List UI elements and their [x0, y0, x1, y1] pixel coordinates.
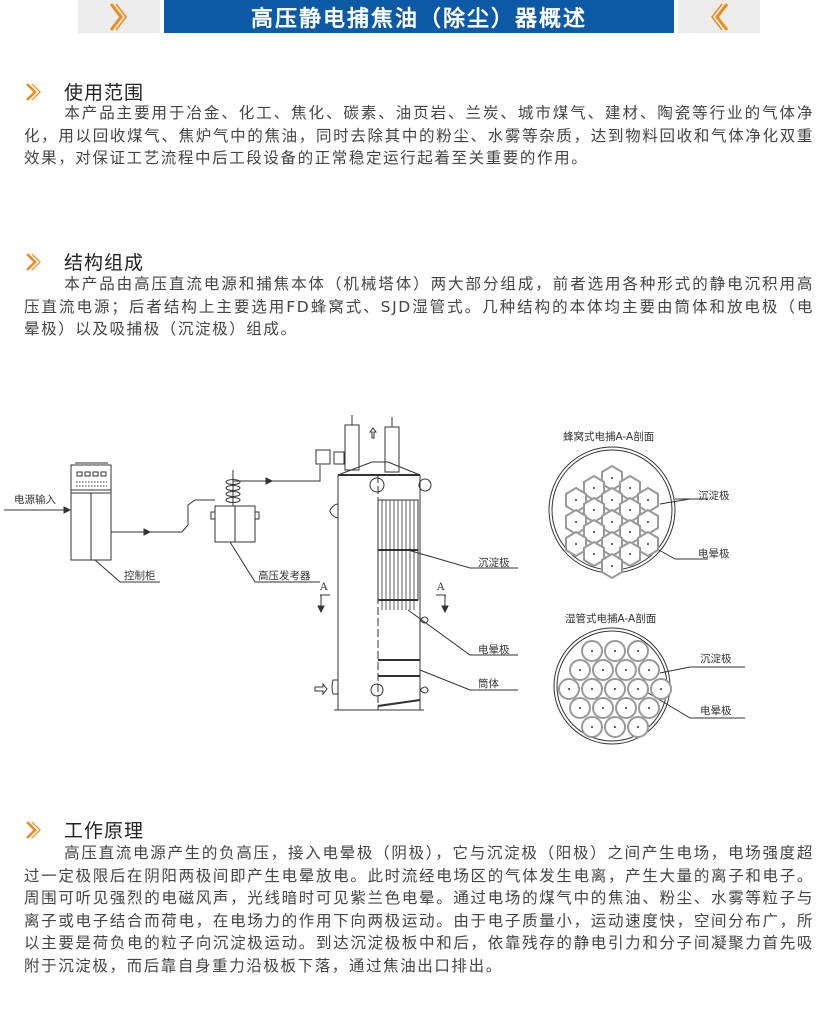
section-heading-principle: 工作原理 [24, 816, 144, 843]
double-chevron-left-icon [711, 2, 729, 31]
banner-left-ornament [78, 0, 160, 33]
honeycomb-label-corona: 电晕极 [698, 548, 730, 560]
tube-label-corona: 电晕极 [700, 705, 732, 717]
honeycomb-label-collector: 沉淀极 [698, 490, 730, 502]
label-collector-electrode: 沉淀极 [478, 557, 510, 569]
section-title: 使用范围 [64, 82, 145, 104]
tube-section-title: 湿管式电捕A-A剖面 [565, 613, 657, 625]
banner-right-ornament [678, 0, 760, 33]
paragraph-text: 本产品由高压直流电源和捕焦本体（机械塔体）两大部分组成，前者选用各种形式的静电沉… [24, 275, 814, 338]
paragraph-text: 本产品主要用于冶金、化工、焦化、碳素、油页岩、兰炭、城市煤气、建材、陶瓷等行业的… [24, 104, 814, 167]
section-body-usage: 本产品主要用于冶金、化工、焦化、碳素、油页岩、兰炭、城市煤气、建材、陶瓷等行业的… [24, 102, 814, 170]
paragraph-text: 高压直流电源产生的负高压，接入电晕极（阴极），它与沉淀极（阳极）之间产生电场，电… [24, 844, 814, 975]
double-chevron-right-icon [109, 2, 127, 31]
honeycomb-section-title: 蜂窝式电捕A-A剖面 [563, 431, 655, 443]
double-chevron-right-icon [26, 82, 41, 101]
banner-title: 高压静电捕焦油（除尘）器概述 [164, 0, 674, 33]
double-chevron-right-icon [26, 252, 41, 271]
label-section-a-right: A [437, 581, 445, 593]
section-heading-structure: 结构组成 [24, 248, 144, 275]
section-title: 工作原理 [64, 820, 145, 842]
page-banner: 高压静电捕焦油（除尘）器概述 [0, 0, 837, 34]
equipment-diagram: 电源输入 控制柜 高压发考器 沉淀极 电晕极 筒体 A A 蜂窝式电捕A-A剖面… [0, 400, 837, 800]
label-hv-generator: 高压发考器 [258, 570, 311, 582]
label-corona-electrode: 电晕极 [478, 644, 510, 656]
section-body-principle: 高压直流电源产生的负高压，接入电晕极（阴极），它与沉淀极（阳极）之间产生电场，电… [24, 842, 814, 977]
section-title: 结构组成 [64, 252, 145, 274]
section-heading-usage: 使用范围 [24, 78, 144, 105]
double-chevron-right-icon [26, 820, 41, 839]
label-power-input: 电源输入 [14, 494, 56, 506]
label-shell: 筒体 [478, 678, 499, 690]
process-flow-drawing [4, 415, 745, 745]
section-body-structure: 本产品由高压直流电源和捕焦本体（机械塔体）两大部分组成，前者选用各种形式的静电沉… [24, 273, 814, 341]
tube-label-collector: 沉淀极 [700, 653, 732, 665]
label-control-cabinet: 控制柜 [124, 570, 156, 582]
label-section-a-left: A [320, 581, 328, 593]
